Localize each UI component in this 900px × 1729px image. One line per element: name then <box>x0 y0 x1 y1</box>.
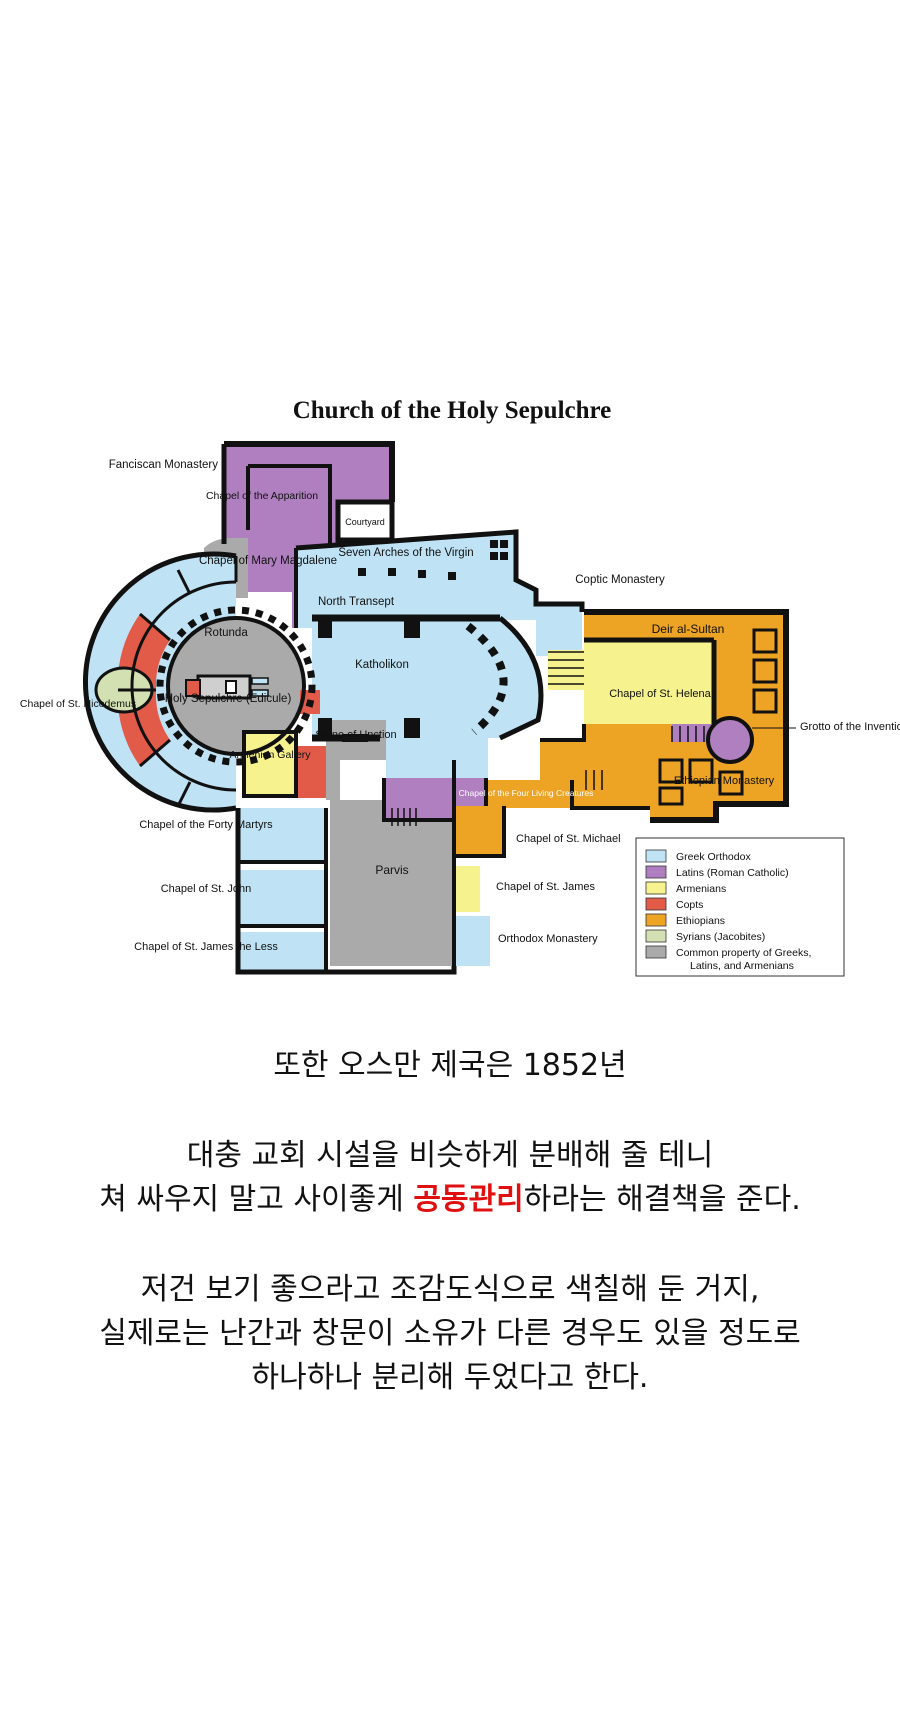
seven-arches-blocks <box>490 540 508 560</box>
region-franciscan <box>224 444 392 628</box>
caption-line-2: 대충 교회 시설을 비슷하게 분배해 줄 테니 <box>186 1138 714 1173</box>
label-north-transept: North Transept <box>318 596 395 608</box>
rotunda-columns <box>156 606 316 766</box>
caption-line-3: 쳐 싸우지 말고 사이좋게 공동관리하라는 해결책을 준다. <box>0 1178 900 1222</box>
region-grotto-stair <box>672 724 716 742</box>
label-edicule: Holy Sepulchre (Edicule) <box>165 693 292 705</box>
label-katholikon: Katholikon <box>355 659 409 671</box>
ring-dividers <box>118 556 238 807</box>
legend-swatch-copt <box>645 897 667 911</box>
legend-swatch-ethiopian <box>645 913 667 927</box>
caption-line-6: 하나하나 분리해 두었다고 한다. <box>251 1360 649 1395</box>
church-floor-plan: Church of the Holy Sepulchre <box>20 397 900 977</box>
legend-swatch-armenian <box>645 881 667 895</box>
region-st-john <box>238 870 326 926</box>
label-michael: Chapel of St. Michael <box>516 833 621 845</box>
region-copt-south <box>296 746 328 798</box>
region-orthodox-monastery <box>454 916 490 966</box>
region-greek-south <box>386 722 488 778</box>
label-nicodemus: Chapel of St. Nicodemus <box>20 698 136 710</box>
label-james: Chapel of St. James <box>496 881 596 893</box>
region-east-strip <box>536 604 582 656</box>
label-james-less: Chapel of St. James the Less <box>134 941 278 953</box>
region-katholikon <box>312 618 541 738</box>
legend-swatch-greek <box>645 849 667 863</box>
region-north-transept <box>296 532 536 628</box>
region-forty-martyrs <box>238 808 326 862</box>
label-coptic-monastery: Coptic Monastery <box>575 574 665 586</box>
region-four-living <box>486 780 570 808</box>
caption-line-1: 또한 오스만 제국은 1852년 <box>273 1048 627 1083</box>
label-franciscan: Fanciscan Monastery <box>109 459 219 471</box>
label-deir: Deir al-Sultan <box>652 622 725 636</box>
legend-box <box>635 837 845 977</box>
diagram-title: Church of the Holy Sepulchre <box>293 397 612 424</box>
legend-swatch-common <box>645 945 667 959</box>
legend-label-common: Common property of Greeks,Latins, and Ar… <box>676 947 811 972</box>
region-james-less <box>238 932 326 972</box>
label-apparition: Chapel of the Apparition <box>206 490 318 502</box>
legend-swatch-syrian <box>645 929 667 943</box>
caption-line-3-post: 하라는 해결책을 준다. <box>523 1182 801 1217</box>
katholikon-columns <box>465 622 508 736</box>
legend-label-syrian: Syrians (Jacobites) <box>676 931 765 943</box>
label-john: Chapel of St. John <box>161 883 252 895</box>
region-courtyard <box>338 502 392 540</box>
caption-highlight: 공동관리 <box>413 1182 524 1217</box>
label-armenian-gallery: Armenian Gallery <box>229 749 311 761</box>
label-ethiopian-monastery: Ethiopian Monastery <box>674 775 775 787</box>
label-stone: Stone of Unction <box>315 729 396 741</box>
label-seven-arches: Seven Arches of the Virgin <box>338 547 473 559</box>
region-st-michael <box>454 806 504 856</box>
caption-line-4: 저건 보기 좋으라고 조감도식으로 색칠해 둔 거지, <box>140 1272 760 1307</box>
label-four-living: Chapel of the Four Living Creatures <box>459 788 594 798</box>
label-grotto: Grotto of the Invention of the Cross <box>800 721 900 733</box>
label-mary: Chapel of Mary Magdalene <box>199 555 337 567</box>
caption-line-5: 실제로는 난간과 창문이 소유가 다른 경우도 있을 정도로 <box>99 1316 801 1351</box>
region-grotto <box>708 718 752 762</box>
caption-line-3-pre: 쳐 싸우지 말고 사이좋게 <box>99 1182 414 1217</box>
legend-label-greek: Greek Orthodox <box>676 851 751 863</box>
legend-label-armenian: Armenians <box>676 883 726 895</box>
legend-label-copt: Copts <box>676 899 703 911</box>
stone-of-unction-slab <box>342 734 368 742</box>
region-armenian-gallery <box>244 732 296 796</box>
label-orthodox-monastery: Orthodox Monastery <box>498 933 598 945</box>
legend-swatch-latin <box>645 865 667 879</box>
ethiopian-grid <box>658 628 778 806</box>
label-rotunda: Rotunda <box>204 627 248 639</box>
katholikon-pillars <box>318 568 456 738</box>
label-courtyard: Courtyard <box>345 517 385 527</box>
region-st-james <box>452 866 480 912</box>
edicule <box>185 674 269 700</box>
label-helena: Chapel of St. Helena <box>609 688 711 700</box>
label-parvis: Parvis <box>375 863 408 877</box>
label-forty-martyrs: Chapel of the Forty Martyrs <box>139 819 273 831</box>
legend-label-ethiopian: Ethiopians <box>676 915 725 927</box>
stairs <box>391 651 705 826</box>
region-st-helena <box>584 640 714 724</box>
legend-label-latin: Latins (Roman Catholic) <box>676 867 789 879</box>
